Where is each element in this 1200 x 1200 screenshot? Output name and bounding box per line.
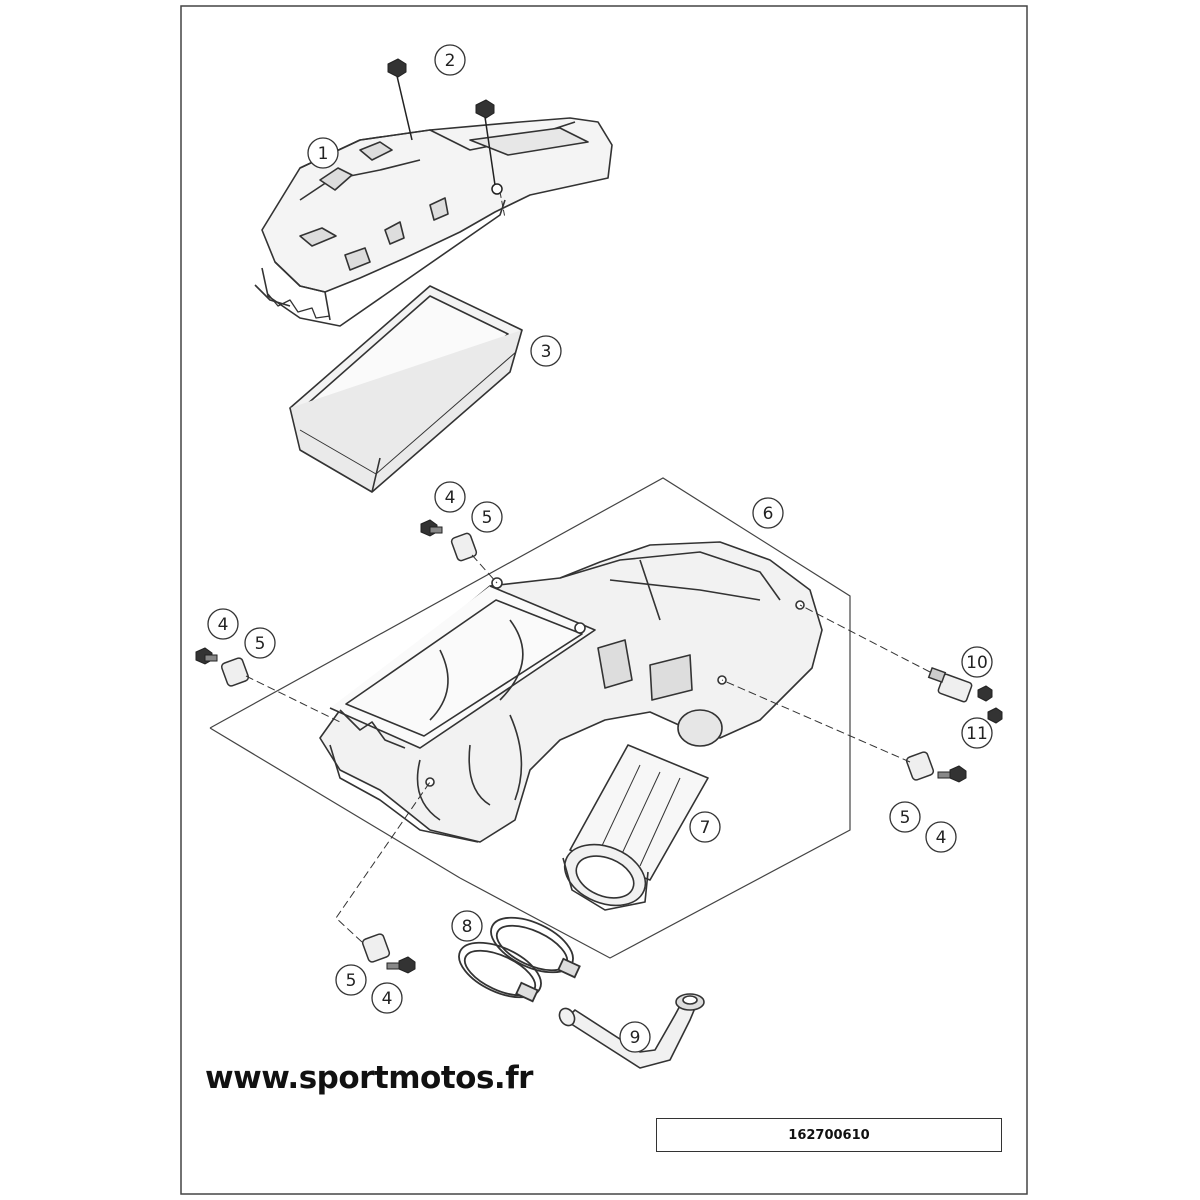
callout-circle-6 [752,497,784,529]
callout-labels: 2 1 3 4 5 6 4 5 10 11 7 5 4 8 5 4 9 [218,51,988,1048]
part-intake-boot [562,744,709,911]
callout-circle-4c [925,821,957,853]
callout-label-5a: 5 [482,508,493,528]
part-number-box: 162700610 [656,1118,1002,1152]
callout-circle-8 [451,910,483,942]
callout-label-1: 1 [318,144,329,164]
part-sensor-10 [927,666,973,703]
part-air-filter [289,285,523,493]
part-bolts-2 [387,58,503,195]
callout-label-4d: 4 [382,989,393,1009]
callout-label-4c: 4 [936,828,947,848]
callout-label-5c: 5 [900,808,911,828]
website-watermark: www.sportmotos.fr [205,1060,533,1096]
sensor-dash-line [799,604,931,673]
callout-circle-4b [207,608,239,640]
callout-circle-5d [335,964,367,996]
callout-circle-7 [689,811,721,843]
callout-circle-5a [471,501,503,533]
part-screws-4 [195,519,967,974]
callout-label-3: 3 [541,342,552,362]
callout-label-6: 6 [763,504,774,524]
callout-circle-9 [619,1021,651,1053]
callout-label-2: 2 [445,51,456,71]
part-airbox-cover [254,117,613,327]
callout-circle-4d [371,982,403,1014]
callout-circle-2 [434,44,466,76]
callout-label-11: 11 [966,724,988,744]
part-screws-11 [977,685,1003,724]
callout-circle-4a [434,481,466,513]
callout-label-8: 8 [462,917,473,937]
callout-circle-5b [244,627,276,659]
callout-circle-3 [530,335,562,367]
callouts [207,44,993,1053]
callout-label-5b: 5 [255,634,266,654]
callout-label-10: 10 [966,653,988,673]
mount-dash-lines [245,554,911,943]
diagram-border [180,5,1028,1195]
callout-circle-5c [889,801,921,833]
part-airbox-body [319,541,823,843]
callout-circle-1 [307,137,339,169]
callout-circle-11 [961,717,993,749]
callout-label-9: 9 [630,1028,641,1048]
part-breather-hose [558,993,705,1069]
part-bushings-5 [220,532,935,963]
part-number: 162700610 [788,1127,870,1143]
assembly-bracket-6 [209,477,851,959]
callout-circle-10 [961,646,993,678]
part-hose-clamps [458,916,581,1003]
callout-label-7: 7 [700,818,711,838]
callout-label-4a: 4 [445,488,456,508]
callout-label-5d: 5 [346,971,357,991]
callout-label-4b: 4 [218,615,229,635]
